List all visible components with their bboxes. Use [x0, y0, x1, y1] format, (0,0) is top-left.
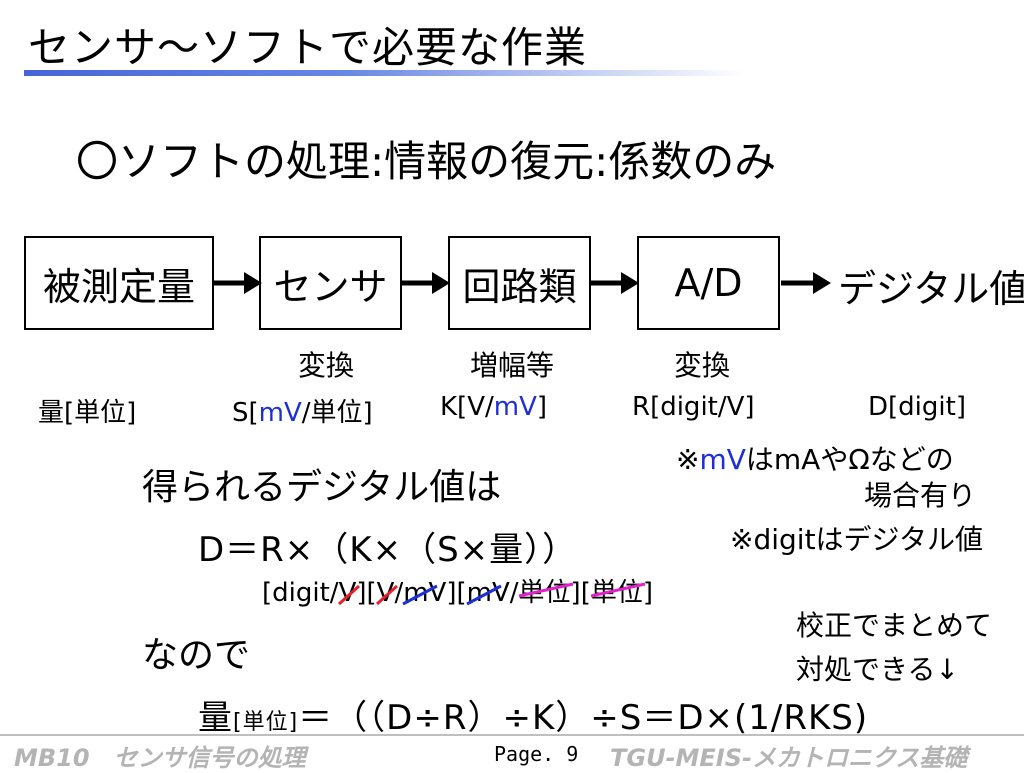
- footer-course-name: TGU-MEIS-メカトロニクス基礎: [610, 744, 968, 772]
- box-measured-quantity: 被測定量: [24, 236, 214, 330]
- note-mv: ※mVはmAやΩなどの: [676, 438, 954, 478]
- flow-arrow-icon: [212, 272, 262, 294]
- unit-bracket: /: [509, 578, 519, 608]
- footer-course-title: MB10 センサ信号の処理: [14, 744, 306, 772]
- box-label: A/D: [674, 261, 743, 305]
- sublabel-conversion-ad: 変換: [674, 349, 731, 382]
- box-sensor: センサ: [259, 236, 402, 330]
- cancelled-v: V: [375, 578, 398, 608]
- strike-magenta-icon: [518, 582, 573, 598]
- flow-arrow-icon: [781, 272, 831, 294]
- box-label: 被測定量: [42, 264, 195, 309]
- calibration-note: 校正でまとめて対処できる↓: [796, 609, 993, 686]
- equation-lhs: 量: [198, 698, 233, 738]
- slide-subtitle: 〇ソフトの処理:情報の復元:係数のみ: [76, 137, 777, 186]
- unit-text: K[V/: [440, 392, 494, 422]
- equation-2: 量[単位]＝（（D÷R）÷K）÷S＝D×(1/RKS): [198, 690, 868, 739]
- unit-text-blue: mV: [258, 398, 302, 428]
- unit-bracket: ][: [570, 578, 591, 608]
- note-text-blue: mV: [699, 443, 746, 476]
- cancelled-unit: 単位: [518, 572, 573, 609]
- title-underline: [24, 70, 744, 76]
- unit-bracket: ]: [642, 578, 654, 608]
- slide-title: センサ～ソフトで必要な作業: [28, 23, 588, 72]
- unit-bracket: ][: [446, 578, 467, 608]
- footer-page-number: Page. 9: [494, 742, 579, 766]
- unit-text: S[: [232, 398, 259, 428]
- cancelled-mv: mV: [465, 578, 510, 608]
- strike-magenta-icon: [590, 582, 646, 598]
- unit-cancellation: [digit/V][V/mV][mV/単位][単位]: [262, 572, 653, 609]
- therefore-text: なので: [142, 635, 251, 676]
- unit-quantity: 量[単位]: [38, 398, 137, 428]
- cancelled-v: V: [337, 578, 360, 608]
- unit-text-blue: mV: [493, 392, 537, 422]
- flow-arrow-icon: [589, 272, 639, 294]
- equation-1: D＝R×（K×（S×量））: [198, 530, 578, 570]
- equation-lhs-unit: [単位]: [233, 710, 299, 735]
- note-mv-line2: 場合有り: [864, 479, 977, 512]
- strike-blue-icon: [465, 584, 502, 606]
- output-digital-value: デジタル値: [838, 267, 1024, 311]
- flow-arrow-icon: [400, 272, 450, 294]
- sublabel-conversion: 変換: [298, 349, 355, 382]
- unit-digital: D[digit]: [868, 392, 966, 422]
- unit-text: /単位]: [301, 398, 373, 428]
- equation-rhs: ＝（（D÷R）÷K）÷S＝D×(1/RKS): [298, 698, 869, 738]
- strike-blue-icon: [402, 584, 438, 606]
- cancelled-mv: mV: [402, 578, 446, 608]
- box-label: センサ: [273, 264, 388, 309]
- note-text: ※: [676, 443, 700, 476]
- strike-red-icon: [337, 584, 360, 606]
- strike-red-icon: [375, 584, 398, 606]
- footer-divider: [0, 734, 1024, 736]
- unit-bracket: [digit/: [262, 578, 339, 608]
- sublabel-amplification: 増幅等: [470, 349, 555, 382]
- unit-bracket: ][: [356, 578, 377, 608]
- unit-ad: R[digit/V]: [632, 392, 755, 422]
- unit-text: ]: [536, 392, 548, 422]
- digital-value-heading: 得られるデジタル値は: [142, 467, 502, 508]
- cancelled-unit: 単位: [590, 572, 646, 609]
- note-digit: ※digitはデジタル値: [730, 523, 983, 556]
- box-label: 回路類: [462, 264, 577, 309]
- unit-sensor: S[mV/単位]: [232, 392, 373, 429]
- note-text: はmAやΩなどの: [745, 443, 954, 476]
- unit-circuit: K[V/mV]: [440, 392, 547, 422]
- box-ad-converter: A/D: [637, 236, 780, 330]
- unit-bracket: /: [394, 578, 404, 608]
- box-circuits: 回路類: [448, 236, 591, 330]
